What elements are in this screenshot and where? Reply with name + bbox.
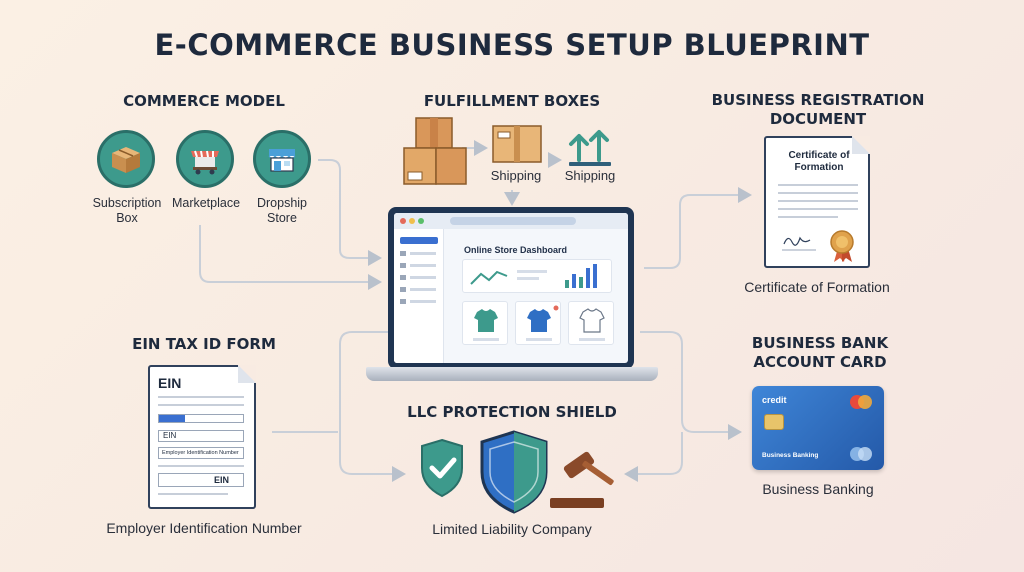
dropship-store-label: Dropship Store bbox=[256, 196, 308, 225]
product-card-blue-shirt[interactable] bbox=[515, 301, 561, 345]
sidebar-icon bbox=[400, 251, 406, 256]
minimize-dot bbox=[409, 218, 415, 224]
fulfillment-heading: FULFILLMENT BOXES bbox=[423, 92, 601, 110]
ein-form-document: EIN EIN Employer Identification Number E… bbox=[148, 365, 256, 509]
sidebar-icon bbox=[400, 275, 406, 280]
subscription-box-item bbox=[97, 130, 155, 188]
address-bar[interactable] bbox=[450, 217, 576, 225]
sidebar-item[interactable] bbox=[410, 300, 436, 303]
tshirt-icon bbox=[527, 305, 559, 332]
checkmark-shield-icon bbox=[421, 438, 463, 498]
laptop: Online Store Dashboard bbox=[388, 207, 634, 369]
line-chart-icon bbox=[470, 264, 597, 288]
card-network-icon bbox=[850, 447, 872, 461]
product-card-white-shirt[interactable] bbox=[568, 301, 614, 345]
ein-progress-field[interactable] bbox=[158, 414, 244, 423]
box-stack-icon bbox=[402, 116, 470, 193]
tshirt-icon bbox=[474, 309, 498, 332]
signature-seal-icon bbox=[782, 230, 854, 262]
ein-form-title: EIN bbox=[158, 375, 182, 391]
laptop-base bbox=[366, 367, 658, 381]
analytics-panel bbox=[462, 259, 612, 293]
online-store-dashboard[interactable]: Online Store Dashboard bbox=[394, 213, 628, 363]
browser-bar bbox=[394, 213, 628, 229]
card-label: Business Banking bbox=[762, 452, 819, 459]
card-chip-icon bbox=[764, 414, 784, 430]
tshirt-icon bbox=[579, 308, 605, 333]
shipping-label-2: Shipping bbox=[564, 168, 616, 183]
storefront-icon bbox=[253, 130, 311, 188]
marketplace-label: Marketplace bbox=[171, 196, 241, 210]
market-stall-icon bbox=[176, 130, 234, 188]
commerce-model-heading: COMMERCE MODEL bbox=[123, 92, 285, 110]
bank-heading: BUSINESS BANK ACCOUNT CARD bbox=[751, 334, 889, 371]
shipping-label-1: Shipping bbox=[490, 168, 542, 183]
dropship-store-item bbox=[253, 130, 311, 188]
connector-model-to-laptop bbox=[318, 159, 382, 266]
card-brand: credit bbox=[762, 395, 787, 405]
dashboard-sidebar bbox=[394, 229, 444, 363]
sidebar-icon bbox=[400, 287, 406, 292]
bank-caption: Business Banking bbox=[762, 481, 874, 497]
sidebar-item[interactable] bbox=[410, 276, 436, 279]
ein-number-field[interactable]: EIN bbox=[158, 473, 244, 487]
sidebar-item[interactable] bbox=[410, 264, 436, 267]
ein-field[interactable]: EIN bbox=[158, 430, 244, 442]
connector-laptop-to-certificate bbox=[644, 187, 752, 269]
llc-heading: LLC PROTECTION SHIELD bbox=[407, 403, 617, 421]
dashboard-title: Online Store Dashboard bbox=[464, 245, 568, 255]
certificate-document: Certificate of Formation bbox=[764, 136, 870, 268]
maximize-dot bbox=[418, 218, 424, 224]
shield-icon bbox=[480, 430, 548, 514]
certificate-title: Certificate of Formation bbox=[788, 150, 850, 173]
business-bank-card: credit Business Banking bbox=[752, 386, 884, 470]
sidebar-item[interactable] bbox=[410, 252, 436, 255]
sidebar-icon bbox=[400, 299, 406, 304]
ein-caption: Employer Identification Number bbox=[106, 520, 302, 536]
gavel-icon bbox=[550, 451, 614, 508]
page-title: E-COMMERCE BUSINESS SETUP BLUEPRINT bbox=[154, 28, 870, 62]
employer-id-field[interactable]: Employer Identification Number bbox=[158, 447, 244, 459]
subscription-box-label: Subscription Box bbox=[92, 196, 162, 225]
mastercard-logo-icon bbox=[850, 395, 872, 409]
sidebar-item-active[interactable] bbox=[400, 237, 438, 244]
llc-icons bbox=[414, 430, 624, 519]
product-card-green-shirt[interactable] bbox=[462, 301, 508, 345]
registration-heading: BUSINESS REGISTRATION DOCUMENT bbox=[711, 91, 925, 128]
box-icon bbox=[97, 130, 155, 188]
ein-heading: EIN TAX ID FORM bbox=[132, 335, 276, 353]
upload-arrows-icon bbox=[567, 124, 613, 173]
connector-bank-to-shield bbox=[624, 432, 683, 482]
llc-caption: Limited Liability Company bbox=[432, 521, 592, 537]
sidebar-icon bbox=[400, 263, 406, 268]
connector-marketplace-to-laptop bbox=[199, 225, 382, 290]
close-dot bbox=[400, 218, 406, 224]
marketplace-item bbox=[176, 130, 234, 188]
certificate-caption: Certificate of Formation bbox=[744, 279, 890, 295]
sidebar-item[interactable] bbox=[410, 288, 436, 291]
shipping-box-icon bbox=[490, 122, 546, 171]
